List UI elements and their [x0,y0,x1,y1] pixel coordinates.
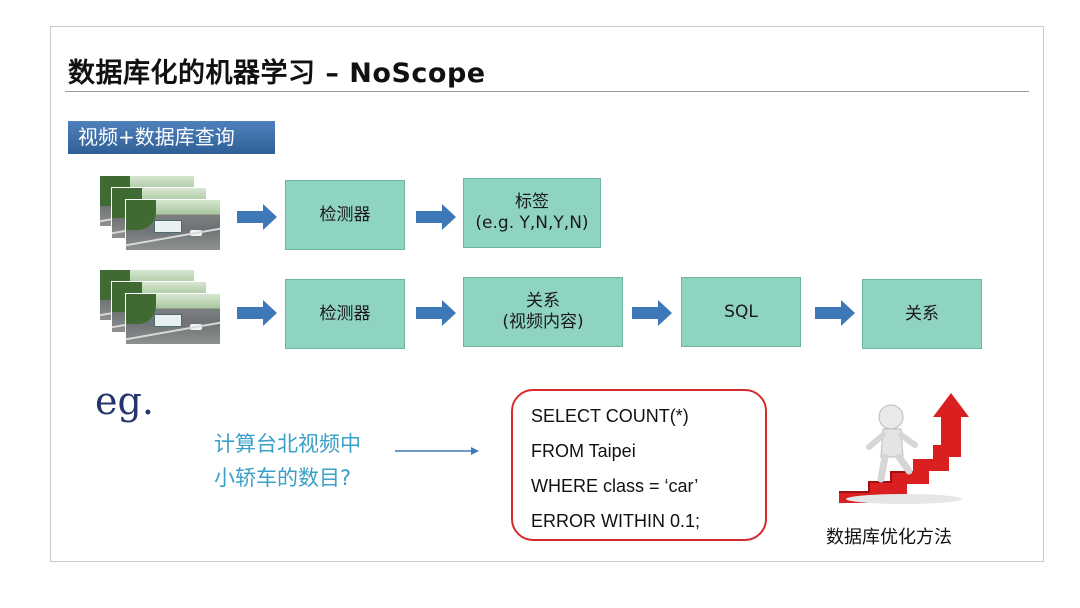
labels-box: 标签 (e.g. Y,N,Y,N) [463,178,601,248]
video-frame-stack-icon [99,175,239,259]
right-arrow-icon [416,300,456,326]
sql-query-box: SELECT COUNT(*) FROM Taipei WHERE class … [511,389,767,541]
relation-box: 关系 (视频内容) [463,277,623,347]
sql-step-label: SQL [724,301,758,322]
sql-line: FROM Taipei [531,441,636,461]
section-tag: 视频+数据库查询 [68,121,275,154]
stairs-figure-icon [839,393,969,504]
result-relation-box: 关系 [862,279,982,349]
right-arrow-icon [815,300,855,326]
slide-title: 数据库化的机器学习 – NoScope [68,58,486,89]
sql-line: WHERE class = ‘car’ [531,476,699,496]
slide: 数据库化的机器学习 – NoScope 视频+数据库查询 检测器 标签 (e.g… [50,26,1044,562]
result-relation-label: 关系 [905,303,939,324]
right-arrow-icon [416,204,456,230]
detector-box: 检测器 [285,180,405,250]
sql-line: ERROR WITHIN 0.1; [531,511,701,531]
relation-title: 关系 [526,291,560,311]
labels-example: (e.g. Y,N,Y,N) [475,213,589,233]
figure-caption: 数据库优化方法 [826,527,952,548]
relation-subtitle: (视频内容) [502,312,584,332]
sql-line: SELECT COUNT(*) [531,406,689,426]
right-arrow-icon [632,300,672,326]
title-divider [65,91,1029,92]
detector-box: 检测器 [285,279,405,349]
sql-box-step: SQL [681,277,801,347]
thin-arrow-icon [395,447,479,455]
example-label: eg. [95,379,154,423]
right-arrow-icon [237,300,277,326]
detector-label: 检测器 [319,303,371,324]
detector-label: 检测器 [319,204,371,225]
right-arrow-icon [237,204,277,230]
example-question: 计算台北视频中 小轿车的数目? [214,427,361,495]
labels-title: 标签 [515,192,549,212]
question-line-2: 小轿车的数目? [214,466,352,490]
video-frame-stack-icon [99,269,239,353]
question-line-1: 计算台北视频中 [214,432,361,456]
